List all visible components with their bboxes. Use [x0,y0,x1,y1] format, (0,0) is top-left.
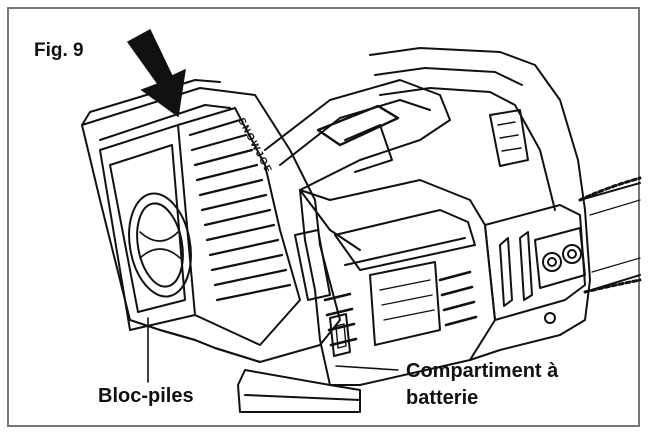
top-handle [264,79,451,251]
compartment-label-line1: Compartiment à [406,360,559,382]
battery-compartment [237,179,496,413]
brand-mark: SNOWJOE [235,116,274,176]
figure-label: Fig. 9 [34,40,84,61]
battery-compartment-label: Compartiment à batterie [406,358,558,412]
battery-pack-label: Bloc-piles [98,385,194,407]
chain-bar [578,176,642,294]
compartment-leader-line [335,365,399,371]
battery-pack [81,79,341,363]
compartment-label-line2: batterie [406,387,479,409]
insert-arrow-icon [126,28,186,118]
motor-housing [369,47,591,361]
